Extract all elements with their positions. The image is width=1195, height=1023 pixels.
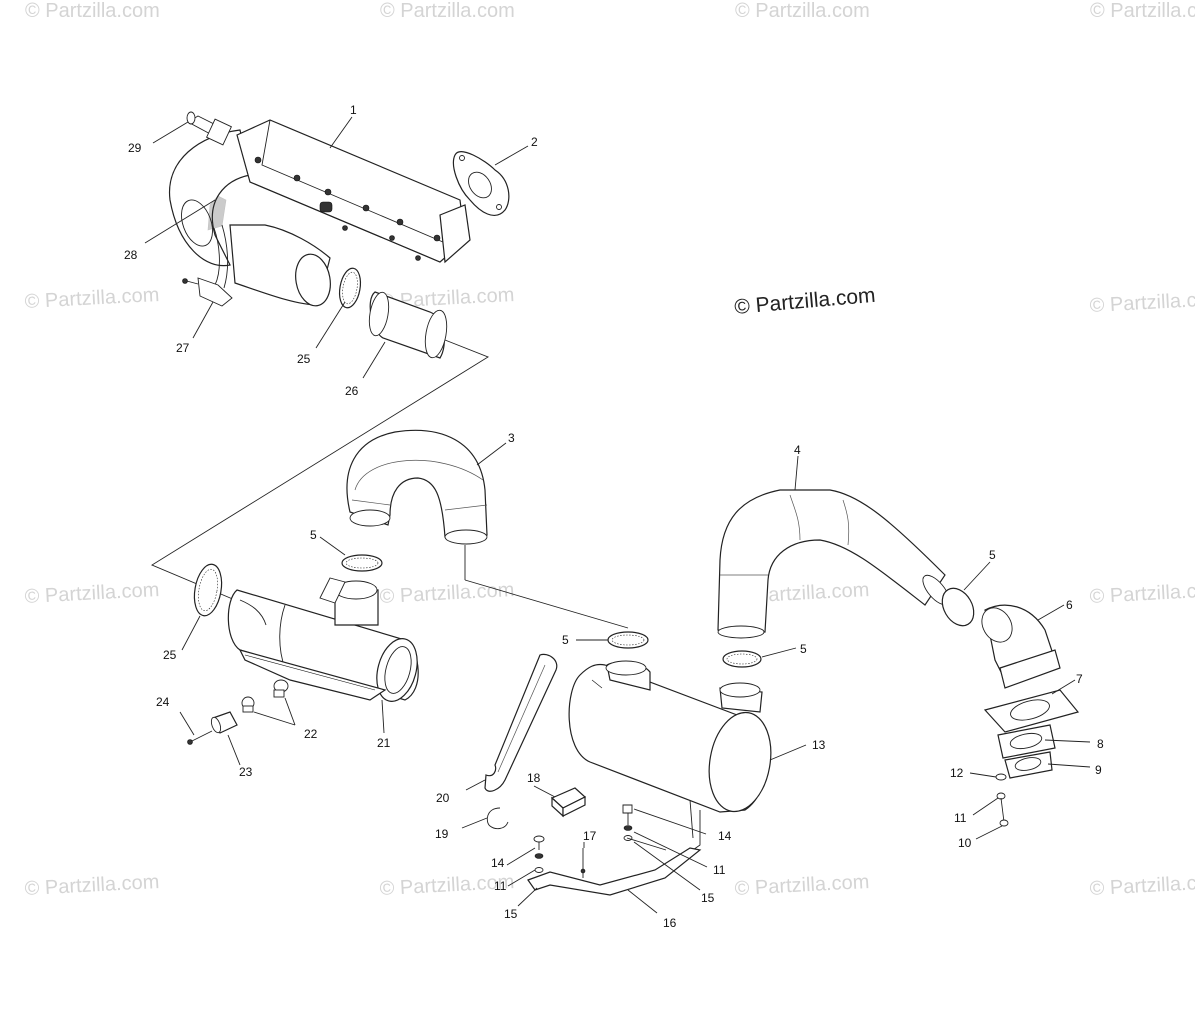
callout-23: 23 — [239, 765, 253, 779]
callout-5: 5 — [310, 528, 317, 542]
upper-coupler-parts — [338, 267, 448, 359]
callout-12: 12 — [950, 766, 964, 780]
callout-6: 6 — [1066, 598, 1073, 612]
callout-8: 8 — [1097, 737, 1104, 751]
callout-9: 9 — [1095, 763, 1102, 777]
watermark: © Partzilla.com — [24, 284, 160, 313]
watermark: © Partzilla.com — [1089, 579, 1195, 608]
callout-numbers: 1 2 3 4 5 5 5 5 6 7 8 9 10 11 11 11 12 1… — [124, 103, 1104, 930]
small-parts-center — [484, 653, 587, 830]
exhaust-pipe-bend — [346, 429, 488, 545]
brand-copyright: © Partzilla.com — [733, 284, 876, 319]
callout-11: 11 — [954, 811, 967, 825]
callout-27: 27 — [176, 341, 190, 355]
callout-13: 13 — [812, 738, 826, 752]
watermark: © Partzilla.com — [24, 871, 160, 900]
callout-14: 14 — [491, 856, 505, 870]
callout-5: 5 — [989, 548, 996, 562]
callout-leader-lines — [144, 116, 1091, 914]
spring-ring — [338, 267, 362, 309]
callout-2: 2 — [531, 135, 538, 149]
spring-ring — [607, 631, 649, 649]
callout-28: 28 — [124, 248, 138, 262]
watermark: © Partzilla.com — [734, 871, 870, 900]
callout-16: 16 — [663, 916, 677, 930]
callout-29: 29 — [128, 141, 142, 155]
spring-ring — [941, 587, 975, 627]
manifold-gasket — [452, 151, 510, 216]
watermark: © Partzilla.com — [1090, 0, 1195, 22]
outlet-elbow-assembly — [981, 604, 1080, 827]
watermark: © Partzilla.com — [1089, 288, 1195, 317]
spring-ring — [722, 650, 762, 668]
callout-19: 19 — [435, 827, 449, 841]
callout-15: 15 — [701, 891, 715, 905]
spring-ring — [193, 563, 223, 617]
assembly-guide-line — [151, 339, 489, 601]
callout-25: 25 — [297, 352, 311, 366]
resonator-21 — [227, 577, 419, 702]
callout-18: 18 — [527, 771, 541, 785]
bracket-assembly — [527, 804, 702, 896]
watermark: © Partzilla.com — [380, 0, 515, 22]
spring-ring — [341, 554, 383, 572]
callout-1: 1 — [350, 103, 357, 117]
callout-22: 22 — [304, 727, 318, 741]
callout-11: 11 — [713, 863, 726, 877]
callout-3: 3 — [508, 431, 515, 445]
callout-5: 5 — [562, 633, 569, 647]
callout-17: 17 — [583, 829, 597, 843]
watermark: © Partzilla.com — [379, 579, 515, 608]
watermark: © Partzilla.com — [735, 0, 870, 22]
callout-10: 10 — [958, 836, 972, 850]
watermark: © Partzilla.com — [25, 0, 160, 22]
callout-11: 11 — [494, 879, 507, 893]
exhaust-pipe-long — [717, 489, 950, 639]
callout-20: 20 — [436, 791, 450, 805]
callout-4: 4 — [794, 443, 801, 457]
callout-15: 15 — [504, 907, 518, 921]
watermark: © Partzilla.com — [1089, 871, 1195, 900]
muffler-13 — [568, 660, 772, 853]
callout-5: 5 — [800, 642, 807, 656]
callout-14: 14 — [718, 829, 732, 843]
callout-26: 26 — [345, 384, 359, 398]
watermark: © Partzilla.com — [24, 579, 160, 608]
exhaust-manifold-assembly — [168, 111, 471, 307]
callout-7: 7 — [1076, 672, 1083, 686]
resonator-mount-parts — [187, 679, 289, 745]
callout-25: 25 — [163, 648, 177, 662]
callout-21: 21 — [377, 736, 391, 750]
callout-24: 24 — [156, 695, 170, 709]
